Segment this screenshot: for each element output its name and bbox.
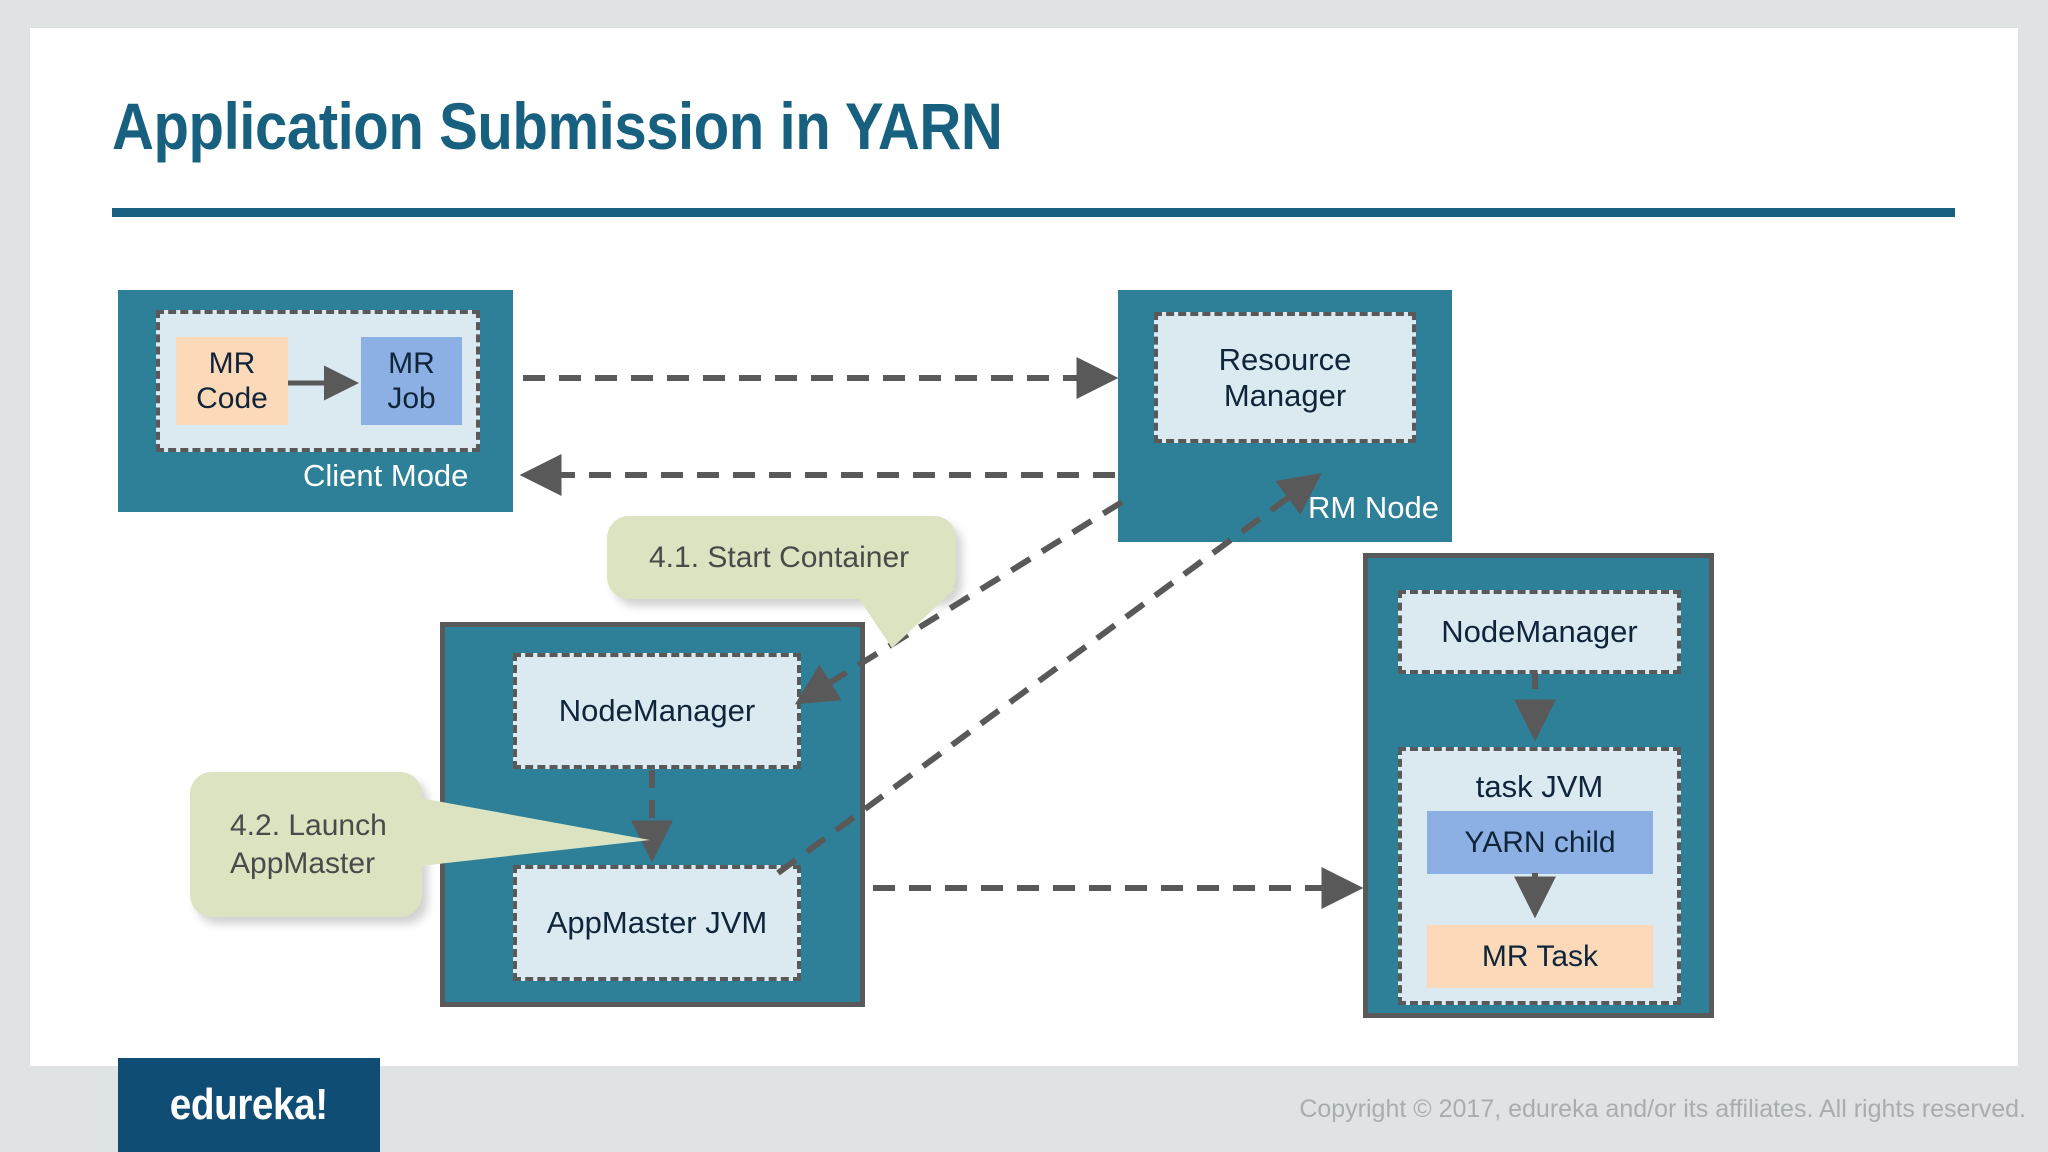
- task-node: NodeManager task JVM YARN child MR Task: [1363, 553, 1714, 1018]
- mr-job-line-2: Job: [387, 382, 436, 415]
- mr-job-line-1: MR: [388, 346, 435, 380]
- appmaster-nodemanager-panel: NodeManager: [513, 653, 801, 769]
- callout-launch-appmaster-line-1: 4.2. Launch: [230, 809, 387, 842]
- client-mode-node: MR Code MR Job Client Mode: [118, 290, 513, 512]
- edureka-logo-text: edureka!: [170, 1080, 328, 1129]
- rm-node: Resource Manager RM Node: [1118, 290, 1452, 542]
- appmaster-jvm-panel: AppMaster JVM: [513, 865, 801, 981]
- appmaster-node: NodeManager AppMaster JVM: [440, 622, 865, 1007]
- title-underline-rule: [112, 208, 1955, 217]
- callout-start-container: 4.1. Start Container: [607, 516, 956, 599]
- callout-start-container-text: 4.1. Start Container: [649, 540, 910, 574]
- resource-manager-panel: Resource Manager: [1154, 312, 1416, 443]
- mr-job-box: MR Job: [361, 337, 462, 425]
- mr-code-line-1: MR: [208, 346, 256, 380]
- copyright-text: Copyright © 2017, edureka and/or its aff…: [1299, 1095, 2026, 1123]
- mr-code-box: MR Code: [176, 337, 288, 425]
- callout-launch-appmaster: 4.2. Launch AppMaster: [190, 772, 422, 917]
- slide-canvas: Application Submission in YARN MR Code M…: [30, 28, 2018, 1066]
- client-mode-label: Client Mode: [303, 458, 469, 493]
- edureka-logo: edureka!: [118, 1058, 380, 1152]
- yarn-child-box: YARN child: [1427, 811, 1653, 874]
- mr-code-line-2: Code: [196, 382, 268, 415]
- mr-task-box: MR Task: [1427, 925, 1653, 988]
- page-title: Application Submission in YARN: [112, 89, 1003, 163]
- task-nodemanager-panel: NodeManager: [1398, 590, 1681, 674]
- callout-launch-appmaster-line-2: AppMaster: [230, 846, 376, 880]
- rm-node-label: RM Node: [1308, 490, 1439, 525]
